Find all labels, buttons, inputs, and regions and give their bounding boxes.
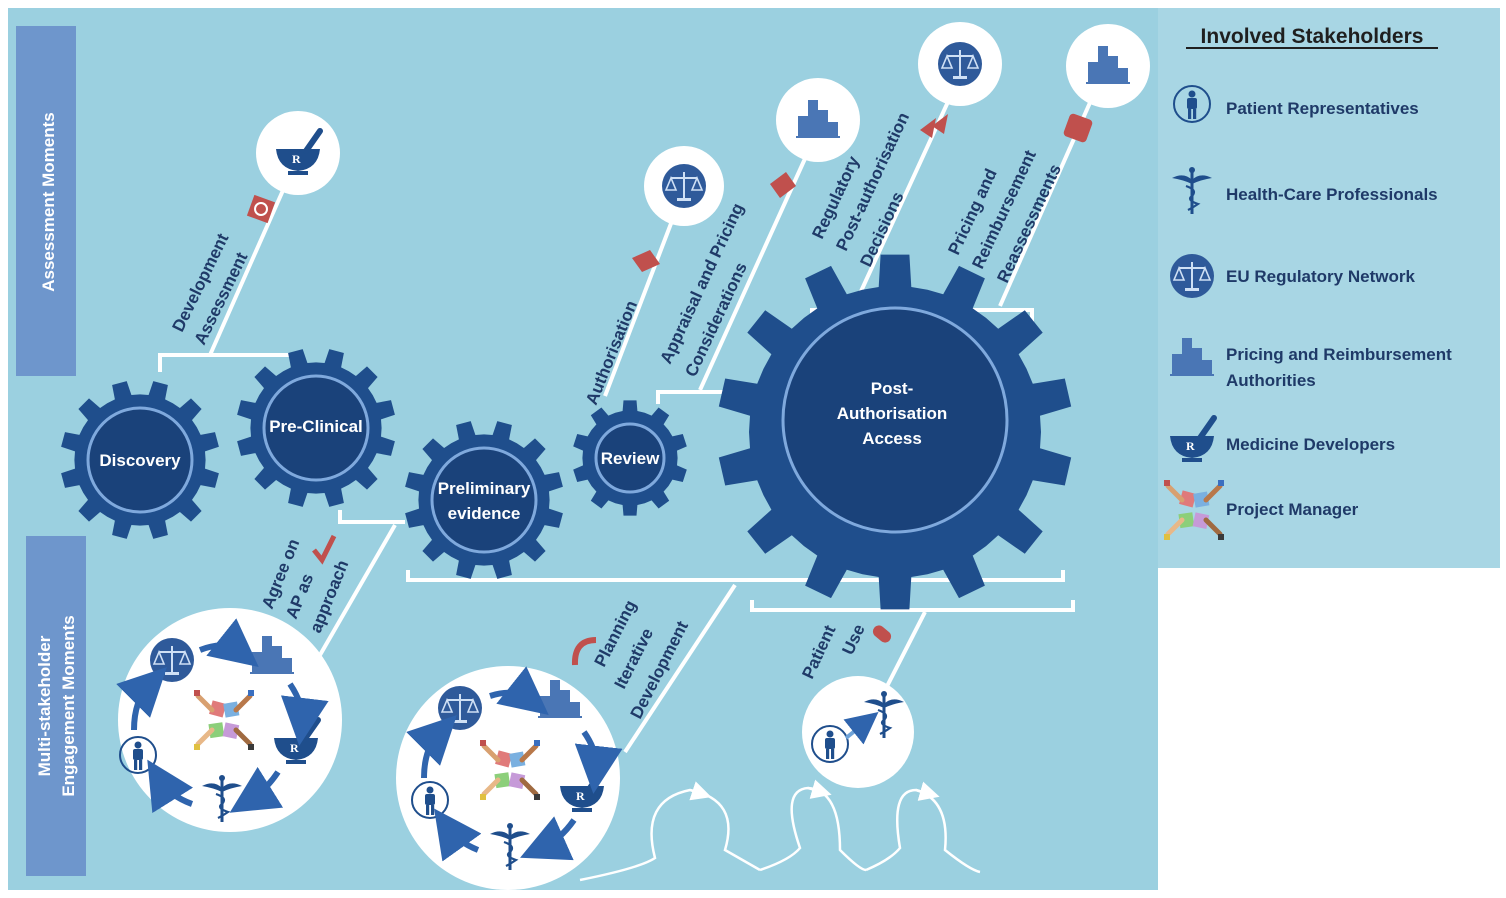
legend-item-hcp: Health-Care Professionals	[1170, 165, 1438, 216]
legend-title: Involved Stakeholders	[1201, 25, 1424, 48]
legend-label-eu-regulatory: EU Regulatory Network	[1226, 267, 1415, 286]
legend: Involved Stakeholders Patient Representa…	[1164, 25, 1452, 540]
connector-lines	[208, 79, 1102, 754]
gear-post-authorisation-access: Post- Authorisation Access	[718, 254, 1072, 610]
legend-item-pricing: Pricing and Reimbursement Authorities	[1170, 338, 1452, 390]
gear-preclinical: Pre-Clinical	[237, 349, 395, 507]
gear-discovery: Discovery	[61, 381, 219, 539]
legend-label-pricing-2: Authorities	[1226, 371, 1316, 390]
gears-group: Discovery Pre-Clinical Preliminary evide…	[61, 254, 1072, 610]
engagement-cycle-planning	[396, 666, 623, 890]
gear-review: Review	[573, 400, 687, 516]
gear-post-label-3: Access	[862, 429, 922, 448]
legend-label-patient: Patient Representatives	[1226, 99, 1419, 118]
check-icon	[312, 534, 337, 565]
bubble-pricing-authorities-1	[776, 78, 860, 162]
bubble-eu-regulatory-2	[918, 22, 1002, 106]
legend-label-developers: Medicine Developers	[1226, 435, 1395, 454]
loop-arrow-icon	[571, 637, 597, 666]
legend-item-eu-regulatory: EU Regulatory Network	[1169, 253, 1415, 299]
gear-post-label-2: Authorisation	[837, 404, 948, 423]
reset-icon	[246, 194, 276, 224]
legend-panel	[1158, 8, 1500, 568]
legend-item-developers: Medicine Developers	[1170, 418, 1395, 462]
gear-preliminary-label-1: Preliminary	[438, 479, 531, 498]
legend-label-pricing-1: Pricing and Reimbursement	[1226, 345, 1452, 364]
gear-preclinical-label: Pre-Clinical	[269, 417, 363, 436]
scales-icon	[1169, 253, 1215, 299]
bubble-eu-regulatory-1	[644, 146, 724, 226]
refresh-icon	[1063, 113, 1093, 143]
legend-item-project-manager: Project Manager	[1164, 480, 1359, 540]
engagement-band	[26, 536, 86, 876]
legend-label-project-manager: Project Manager	[1226, 500, 1359, 519]
stamp-icon	[632, 250, 660, 272]
engagement-band-label-2: Engagement Moments	[59, 615, 78, 796]
gear-discovery-label: Discovery	[99, 451, 181, 470]
event-icons	[246, 113, 1093, 666]
patient-use-circle	[802, 676, 914, 788]
iterative-loops	[579, 779, 981, 882]
engagement-band-label-1: Multi-stakeholder	[35, 635, 54, 776]
bubble-pricing-authorities-2	[1066, 24, 1150, 108]
gear-post-label-1: Post-	[871, 379, 914, 398]
gear-review-label: Review	[601, 449, 660, 468]
assessment-band	[16, 26, 76, 376]
legend-label-hcp: Health-Care Professionals	[1226, 185, 1438, 204]
price-tag-icon	[770, 172, 796, 198]
pill-icon	[872, 625, 892, 643]
engagement-cycle-agree	[116, 608, 342, 832]
gear-preliminary-label-2: evidence	[448, 504, 521, 523]
legend-item-patient: Patient Representatives	[1173, 85, 1419, 123]
bubble-medicine-developers	[256, 111, 340, 195]
fast-forward-icon	[920, 114, 948, 138]
assessment-band-label: Assessment Moments	[39, 112, 58, 292]
gear-preliminary-evidence: Preliminary evidence	[405, 421, 563, 579]
